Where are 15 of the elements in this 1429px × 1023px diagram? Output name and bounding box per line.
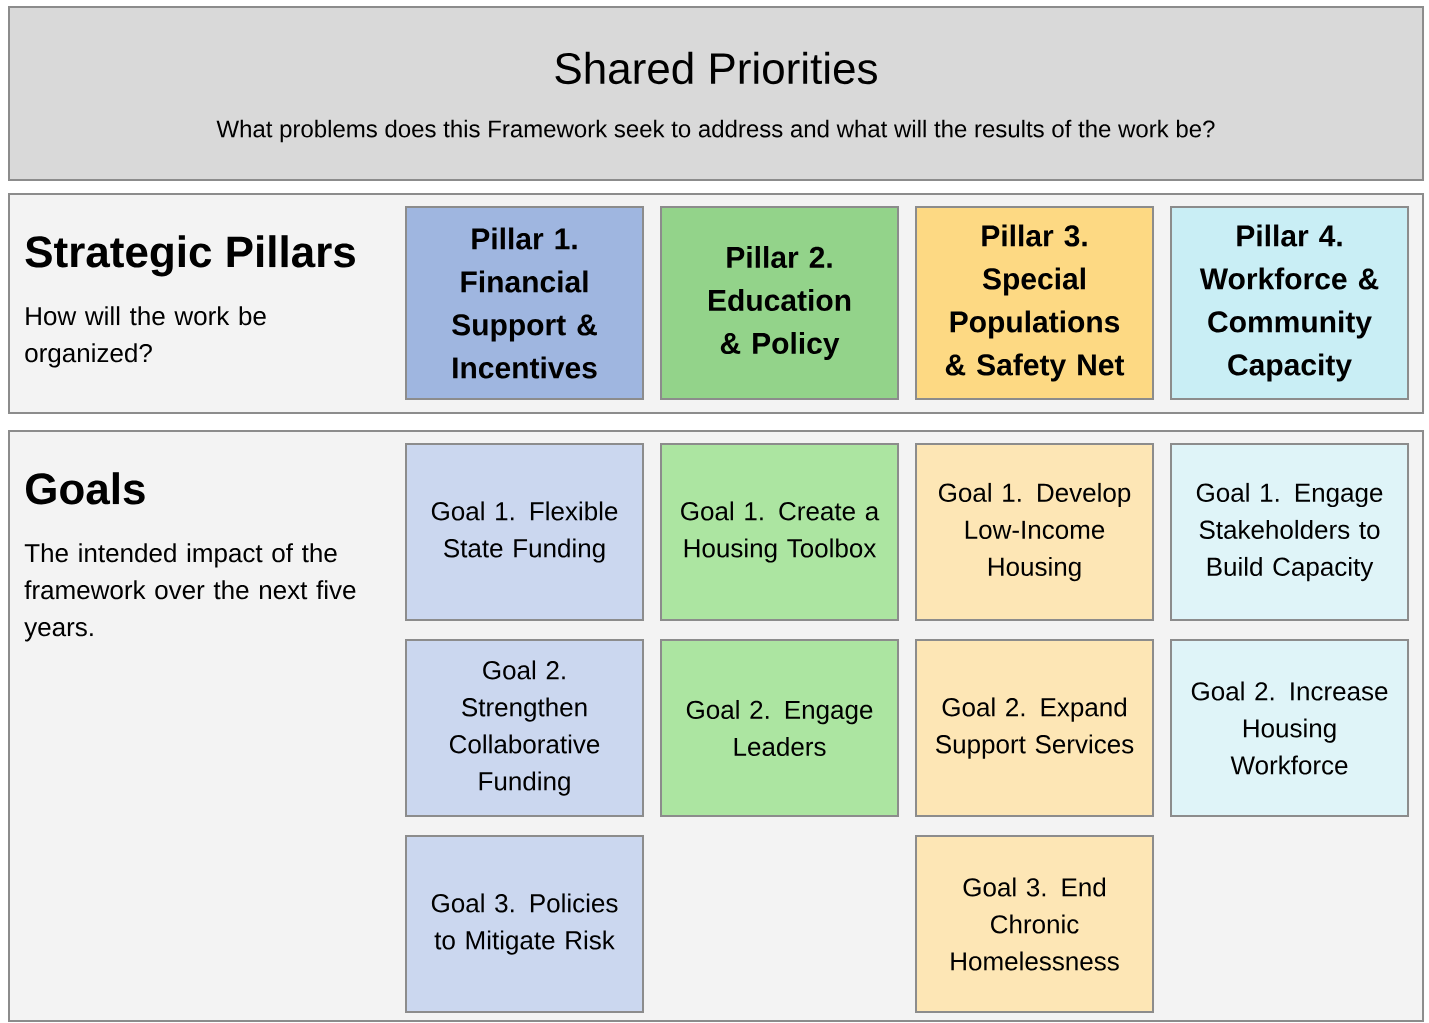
- goal-box: Goal 2. Engage Leaders: [660, 639, 899, 817]
- pillar-box: Pillar 1. Financial Support & Incentives: [405, 206, 644, 400]
- goal-box: Goal 3. Policies to Mitigate Risk: [405, 835, 644, 1013]
- header-band: Shared Priorities What problems does this Framework seek to address and what will the results of the work be?: [8, 6, 1424, 181]
- goal-box: Goal 1. Develop Low-Income Housing: [915, 443, 1154, 621]
- goal-box: Goal 1. Flexible State Funding: [405, 443, 644, 621]
- goal-box: Goal 3. End Chronic Homelessness: [915, 835, 1154, 1013]
- goal-box: Goal 2. Increase Housing Workforce: [1170, 639, 1409, 817]
- pillar-box: Pillar 2. Education & Policy: [660, 206, 899, 400]
- goal-box: Goal 2. Strengthen Collaborative Funding: [405, 639, 644, 817]
- goal-box: Goal 2. Expand Support Services: [915, 639, 1154, 817]
- goal-box: Goal 1. Create a Housing Toolbox: [660, 443, 899, 621]
- pillar-box: Pillar 4. Workforce & Community Capacity: [1170, 206, 1409, 400]
- goal-box: Goal 1. Engage Stakeholders to Build Capacity: [1170, 443, 1409, 621]
- pillar-box: Pillar 3. Special Populations & Safety Net: [915, 206, 1154, 400]
